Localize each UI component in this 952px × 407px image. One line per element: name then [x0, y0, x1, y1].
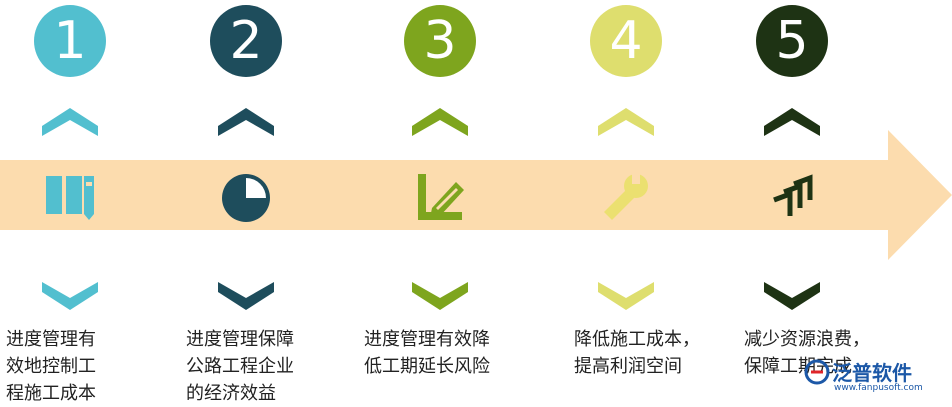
chevron-up-icon [218, 108, 274, 136]
chevron-up-icon [764, 108, 820, 136]
step-5-caption: 减少资源浪费， 保障工期完成 [744, 326, 870, 380]
caption-line: 进度管理保障 [186, 329, 294, 350]
chevron-up-icon [598, 108, 654, 136]
watermark-name: 泛普软件 [832, 361, 912, 385]
step-1-number-badge: 1 [34, 5, 106, 77]
step-3: 3 [404, 0, 544, 405]
watermark-logo: 泛普软件 www.fanpusoft.com [804, 357, 944, 397]
step-2-caption: 进度管理保障 公路工程企业 的经济效益 [186, 326, 294, 407]
step-2: 2 [210, 0, 350, 405]
step-1-caption: 进度管理有 效地控制工 程施工成本 [6, 326, 96, 407]
watermark-url: www.fanpusoft.com [834, 383, 923, 393]
caption-line: 保障工期完成 [744, 356, 852, 377]
step-3-number-badge: 3 [404, 5, 476, 77]
chevron-down-icon [42, 282, 98, 310]
caption-line: 降低施工成本， [574, 329, 700, 350]
chevron-up-icon [42, 108, 98, 136]
step-5: 5 [756, 0, 896, 405]
caption-line: 提高利润空间 [574, 356, 682, 377]
step-2-number-badge: 2 [210, 5, 282, 77]
caption-line: 低工期延长风险 [364, 356, 490, 377]
chevron-down-icon [764, 282, 820, 310]
step-4: 4 [590, 0, 730, 405]
caption-line: 程施工成本 [6, 383, 96, 404]
chevron-up-icon [412, 108, 468, 136]
step-3-caption: 进度管理有效降 低工期延长风险 [364, 326, 490, 380]
chevrons-icon [773, 174, 813, 216]
step-4-caption: 降低施工成本， 提高利润空间 [574, 326, 700, 380]
step-4-number-badge: 4 [590, 5, 662, 77]
caption-line: 进度管理有 [6, 329, 96, 350]
caption-line: 公路工程企业 [186, 356, 294, 377]
wrench-icon [604, 174, 648, 220]
pie-chart-icon [222, 174, 270, 222]
chevron-down-icon [598, 282, 654, 310]
caption-line: 进度管理有效降 [364, 329, 490, 350]
book-icon [46, 176, 94, 220]
edit-icon [418, 174, 464, 220]
caption-line: 效地控制工 [6, 356, 96, 377]
chevron-down-icon [218, 282, 274, 310]
caption-line: 的经济效益 [186, 383, 276, 404]
caption-line: 减少资源浪费， [744, 329, 870, 350]
step-1: 1 [34, 0, 174, 405]
logo-mark-icon [804, 359, 830, 385]
step-5-number-badge: 5 [756, 5, 828, 77]
chevron-down-icon [412, 282, 468, 310]
